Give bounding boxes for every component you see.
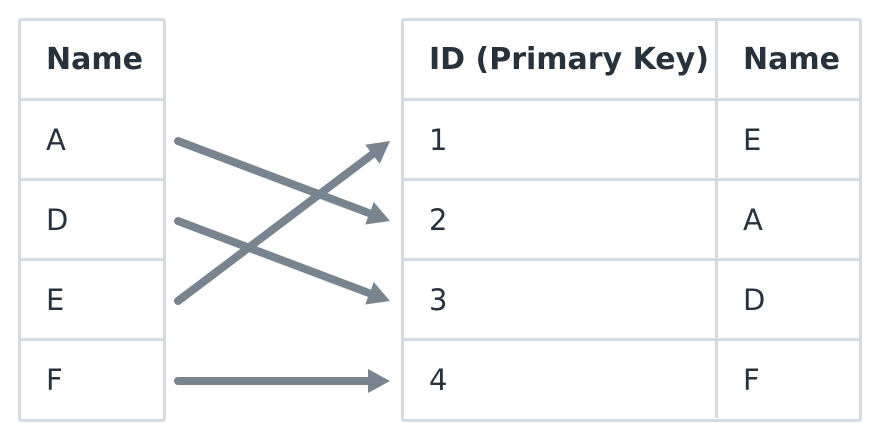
arrowhead [365,202,390,225]
arrow-shaft [174,149,379,305]
arrow-shaft [174,217,376,298]
table-row: A [21,101,163,181]
arrowhead [365,282,390,305]
arrowhead [368,369,390,393]
name-cell: D [743,282,766,317]
table-row: 2 A [404,181,859,261]
arrowhead [365,141,390,164]
table-row: 1 E [404,101,859,181]
source-name-cell: F [46,362,63,397]
name-column-header: Name [743,42,840,77]
source-names-table: Name A D E F [18,18,166,422]
mapping-arrow-d-to-3 [174,217,390,305]
name-cell: F [743,362,760,397]
table-row: D [21,181,163,261]
name-cell: E [743,122,762,157]
source-name-cell: D [46,202,69,237]
table-row: 4 F [404,341,859,418]
table-row: F [21,341,163,418]
id-cell: 4 [404,341,718,418]
mapping-arrow-a-to-2 [174,137,390,225]
target-table-header-row: ID (Primary Key) Name [404,21,859,101]
id-cell: 1 [404,101,718,178]
primary-key-table: ID (Primary Key) Name 1 E 2 A 3 D 4 F [401,18,862,422]
table-row: E [21,261,163,341]
name-cell: A [743,202,763,237]
source-table-header-row: Name [21,21,163,101]
id-cell: 2 [404,181,718,258]
table-row: 3 D [404,261,859,341]
id-cell: 3 [404,261,718,338]
source-name-column-header: Name [46,42,143,77]
source-name-cell: E [46,282,65,317]
mapping-arrow-e-to-1 [174,141,390,305]
arrow-shaft [174,137,376,218]
id-column-header: ID (Primary Key) [404,21,718,98]
source-name-cell: A [46,122,66,157]
mapping-arrow-f-to-4 [174,369,390,393]
